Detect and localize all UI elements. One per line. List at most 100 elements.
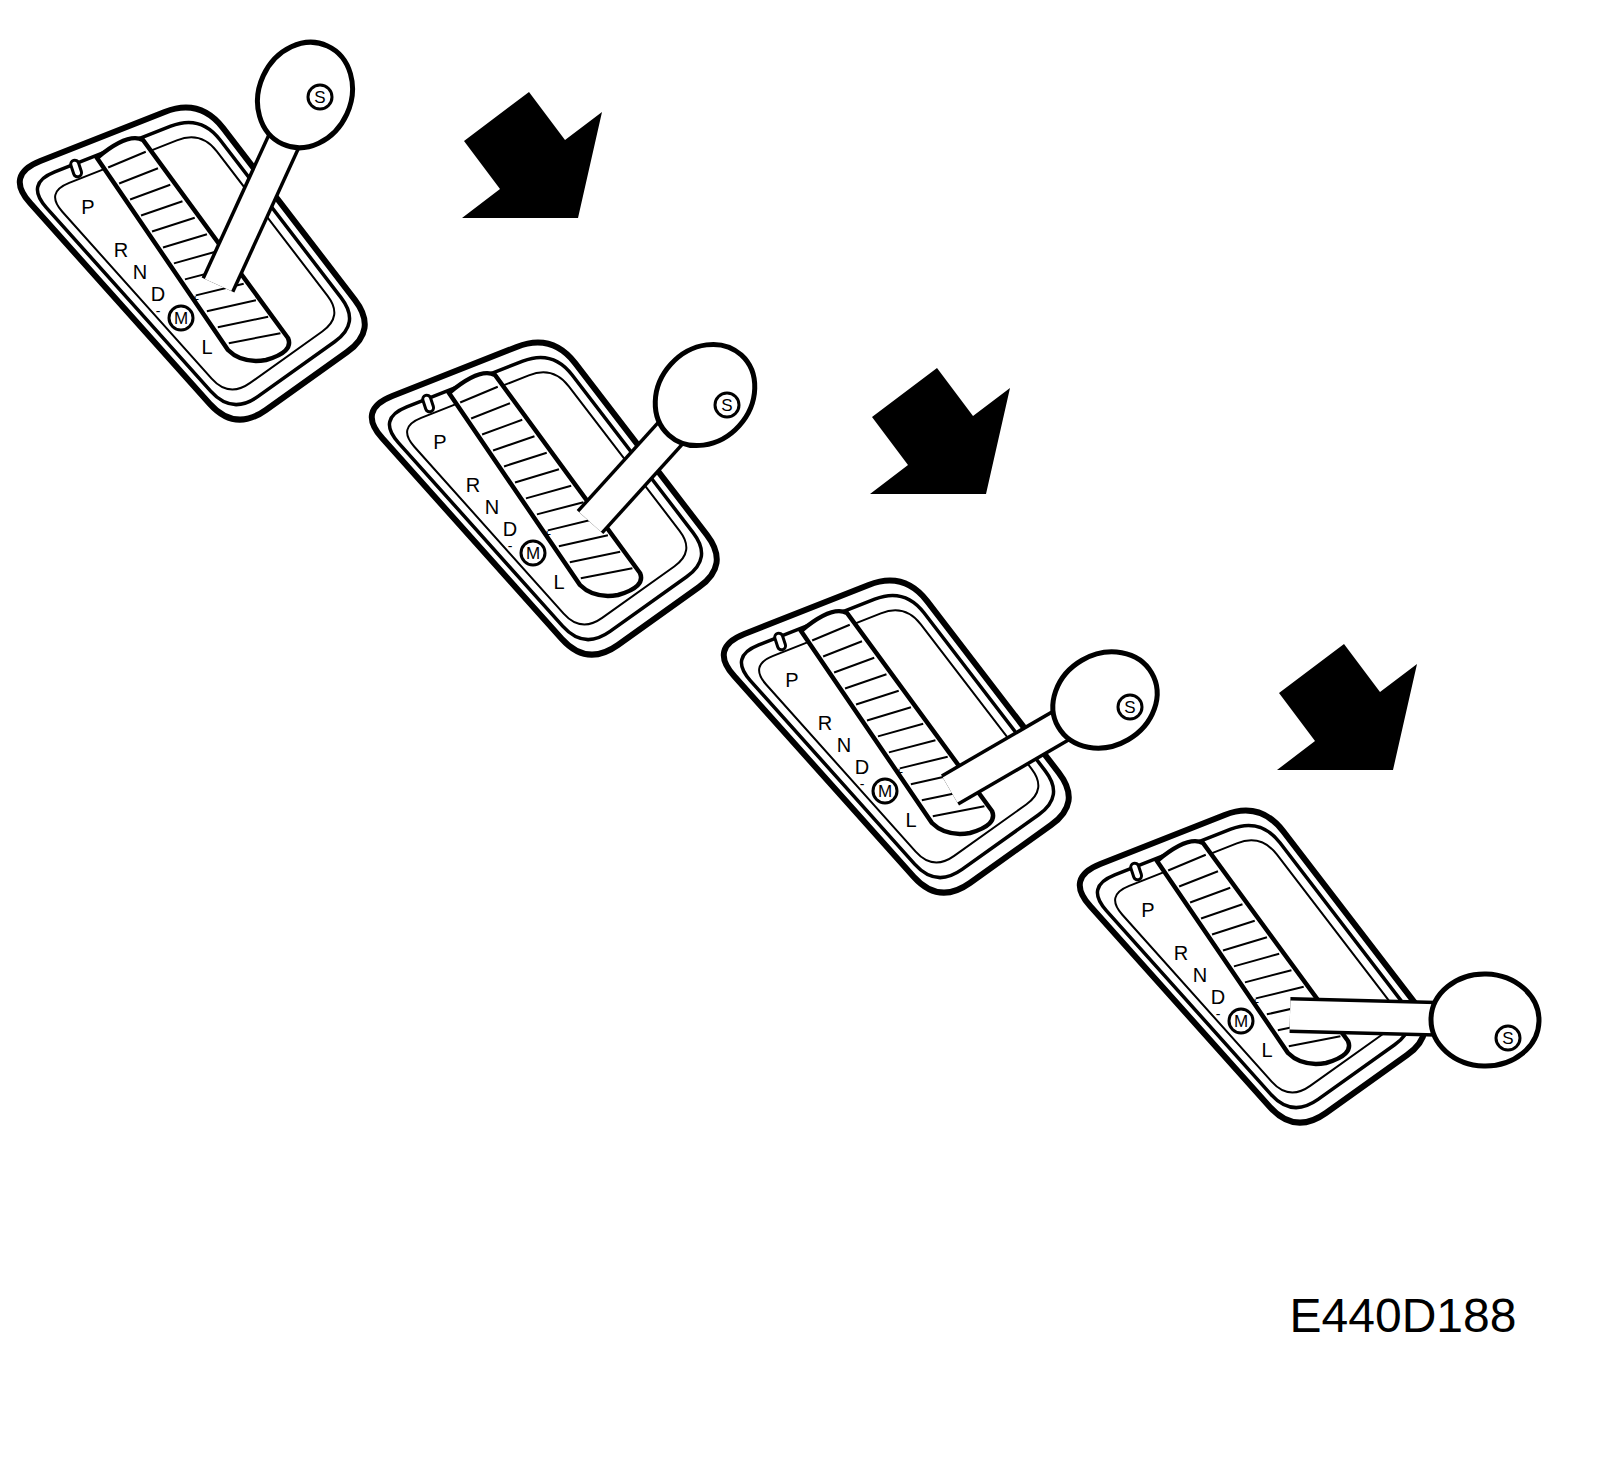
gear-position-label: + xyxy=(543,527,551,541)
gear-position-label: L xyxy=(553,572,564,592)
slot-bellows xyxy=(878,724,923,737)
slot-bellows xyxy=(218,317,268,328)
lever-knob xyxy=(241,27,370,163)
gear-position-label: N xyxy=(1193,965,1207,985)
gear-position-label: L xyxy=(905,810,916,830)
gear-position-label: - xyxy=(508,539,513,553)
node-text: M xyxy=(526,545,540,562)
node-text: M xyxy=(1234,1013,1248,1030)
node-text: S xyxy=(1124,699,1135,716)
indicator-lamp xyxy=(1130,862,1143,881)
plate-rim xyxy=(1097,825,1409,1107)
node-text: M xyxy=(174,310,188,327)
slot-bellows xyxy=(933,806,985,816)
console-plate xyxy=(1080,811,1425,1123)
slot-bellows xyxy=(1190,888,1230,903)
slot-bellows xyxy=(834,658,874,673)
slot-bellows xyxy=(141,201,182,215)
slot-bellows xyxy=(482,420,522,435)
gear-position-label: R xyxy=(466,475,480,495)
gear-position-label: R xyxy=(114,240,128,260)
plate-face xyxy=(407,372,686,624)
slot-bellows xyxy=(1168,855,1206,871)
lever-knob xyxy=(1035,633,1175,767)
slot-bellows xyxy=(515,469,559,482)
node-text: S xyxy=(314,89,325,106)
slot-bellows xyxy=(867,707,911,720)
gear-position-label: + xyxy=(1251,995,1259,1009)
shift-button: S xyxy=(307,84,334,111)
slot-bellows xyxy=(1234,954,1279,967)
node-text: M xyxy=(878,783,892,800)
slot-bellows xyxy=(207,300,256,311)
slot-bellows xyxy=(1256,987,1304,999)
slot-bellows xyxy=(570,552,620,563)
plate-face xyxy=(1115,840,1394,1092)
slot-bellows xyxy=(163,234,207,247)
shift-button: S xyxy=(714,392,741,419)
lever-knob xyxy=(635,324,776,466)
indicator-lamp xyxy=(774,632,787,651)
gear-position-label: N xyxy=(485,497,499,517)
slot-bellows xyxy=(130,185,170,200)
manual-mode-circle: M xyxy=(872,778,899,805)
slot-bellows xyxy=(1289,1036,1341,1046)
slot-bellows xyxy=(1201,904,1242,918)
slot-bellows xyxy=(152,218,195,232)
slot-bellows xyxy=(108,152,146,168)
gear-position-label: + xyxy=(895,765,903,779)
gear-position-label: + xyxy=(191,292,199,306)
node-text: S xyxy=(721,397,732,414)
lever-knob xyxy=(1430,973,1540,1068)
slot-bellows xyxy=(823,641,862,656)
gear-position-label: N xyxy=(837,735,851,755)
slot-bellows xyxy=(856,691,899,705)
gear-position-label: P xyxy=(785,670,798,690)
slot-bellows xyxy=(889,740,936,752)
gear-position-label: P xyxy=(81,197,94,217)
gear-position-label: N xyxy=(133,262,147,282)
slot-bellows xyxy=(460,387,498,403)
gear-position-label: L xyxy=(1261,1040,1272,1060)
slot-bellows xyxy=(526,486,571,499)
gear-position-label: P xyxy=(1141,900,1154,920)
slot-bellows xyxy=(537,502,584,514)
gear-position-label: L xyxy=(201,337,212,357)
slot-bellows xyxy=(1212,921,1255,935)
gear-position-label: R xyxy=(818,713,832,733)
plate-face xyxy=(55,137,334,389)
slot-bellows xyxy=(845,674,886,688)
slot-bellows xyxy=(559,535,608,546)
shift-button: S xyxy=(1117,694,1144,721)
sequence-arrow xyxy=(1277,644,1417,770)
console-plate xyxy=(20,108,365,420)
gear-position-label: R xyxy=(1174,943,1188,963)
node-text: S xyxy=(1502,1030,1513,1047)
slot-bellows xyxy=(1223,937,1267,950)
plate-rim xyxy=(37,122,349,404)
sequence-arrow xyxy=(870,368,1010,494)
slot-bellows xyxy=(812,625,850,641)
slot-bellows xyxy=(229,333,281,343)
manual-mode-circle: M xyxy=(1228,1008,1255,1035)
gear-position-label: - xyxy=(156,304,161,318)
slot-bellows xyxy=(1245,970,1292,982)
slot-bellows xyxy=(1179,871,1218,886)
gear-position-label: - xyxy=(1216,1007,1221,1021)
sequence-arrow xyxy=(462,92,602,218)
gear-position-label: D xyxy=(855,757,869,777)
slot-bellows xyxy=(504,453,547,467)
plate-face xyxy=(759,610,1038,862)
shift-panel xyxy=(20,108,365,420)
gear-position-label: D xyxy=(1211,987,1225,1007)
shift-button: S xyxy=(1495,1025,1522,1052)
slot-bellows xyxy=(119,168,158,183)
figure-code: E440D188 xyxy=(1290,1292,1517,1340)
manual-mode-circle: M xyxy=(520,540,547,567)
indicator-lamp xyxy=(70,159,83,178)
gear-position-label: D xyxy=(151,284,165,304)
gear-position-label: D xyxy=(503,519,517,539)
gear-position-label: - xyxy=(860,777,865,791)
shift-panel xyxy=(1080,811,1425,1123)
